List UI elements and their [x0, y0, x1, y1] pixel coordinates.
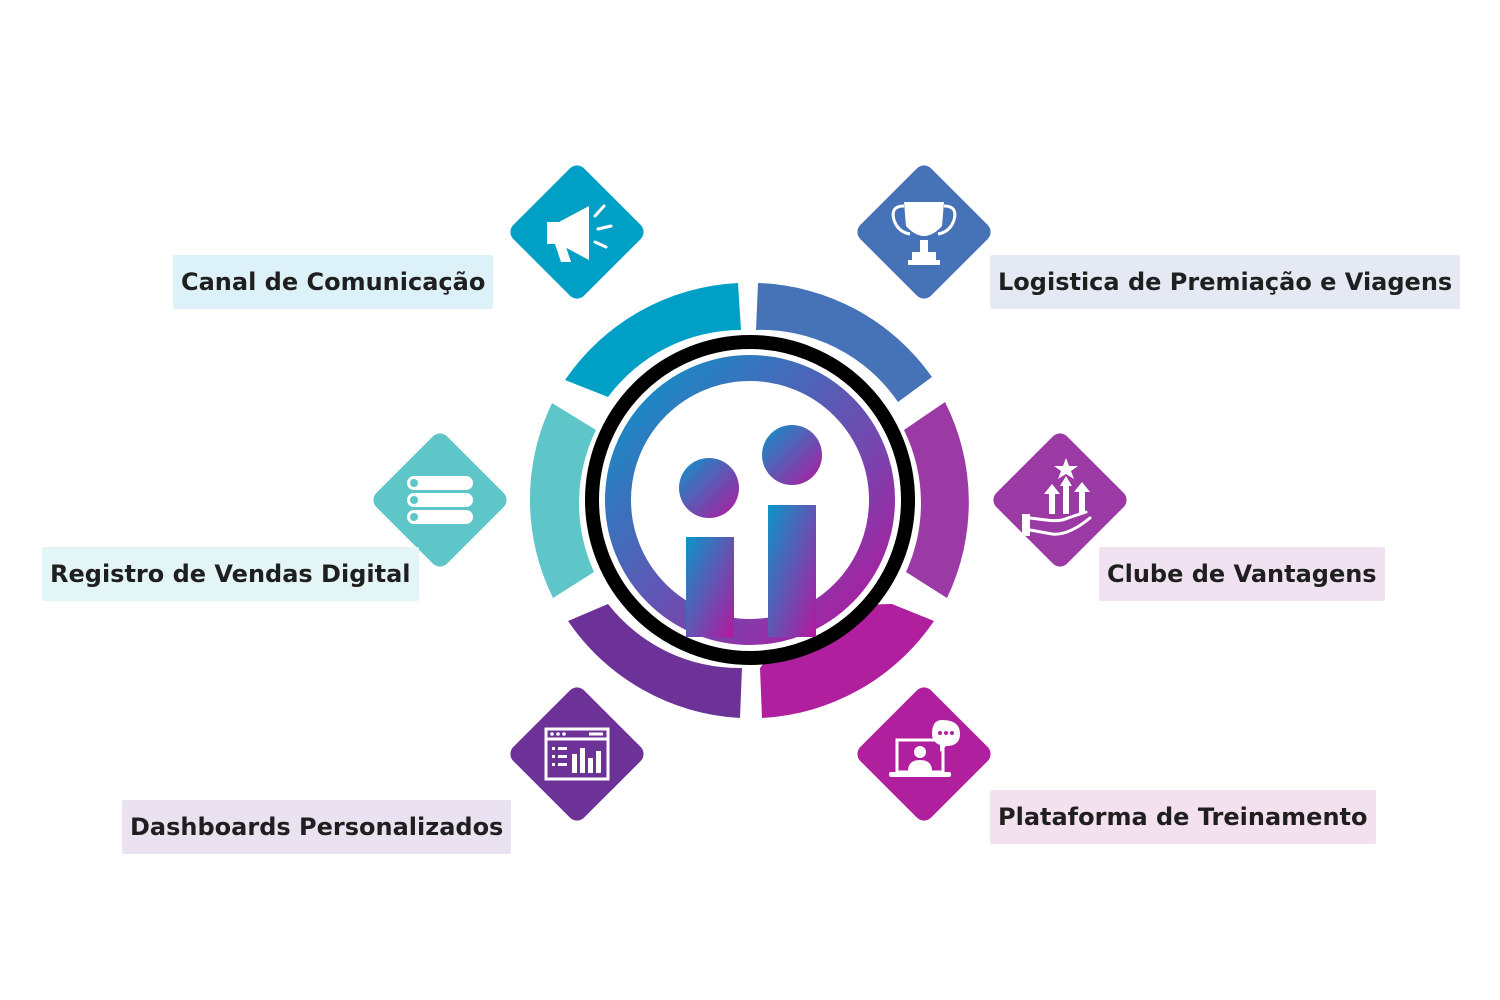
ring-segment-canal-de-comunicacao [565, 283, 741, 397]
logo-bar-left [686, 537, 734, 637]
diamond-dashboards-personalizados [510, 687, 644, 821]
trophy-icon [891, 202, 957, 265]
ring-segment-registro-de-vendas-digital [529, 403, 596, 598]
ring-segment-clube-de-vantagens [904, 402, 969, 598]
diamond-logistica-de-premiacao-e-viagens [857, 165, 991, 299]
ring-segment-logistica-de-premiacao-e-viagens [756, 283, 932, 402]
ring-segment-dashboards-personalizados [568, 604, 742, 718]
label-clube-de-vantagens: Clube de Vantagens [1099, 547, 1385, 601]
growth-hand-icon [1022, 458, 1092, 536]
diamond-clube-de-vantagens [993, 433, 1127, 567]
logo-dot-right [762, 425, 822, 485]
diamond-canal-de-comunicacao [510, 165, 644, 299]
label-dashboards-personalizados: Dashboards Personalizados [122, 800, 512, 854]
diamond-registro-de-vendas-digital [373, 433, 507, 567]
list-icon [407, 476, 473, 524]
outer-ring [529, 283, 969, 718]
label-plataforma-de-treinamento: Plataforma de Treinamento [990, 790, 1376, 844]
online-training-icon [889, 720, 960, 777]
label-canal-de-comunicacao: Canal de Comunicação [173, 255, 494, 309]
logo-dot-left [679, 458, 739, 518]
logo-bar-right [768, 505, 816, 637]
center-logo [585, 335, 915, 665]
diamond-plataforma-de-treinamento [857, 687, 991, 821]
label-registro-de-vendas-digital: Registro de Vendas Digital [42, 547, 419, 601]
megaphone-icon [547, 204, 613, 262]
label-logistica-de-premiacao-e-viagens: Logistica de Premiação e Viagens [990, 255, 1461, 309]
dashboard-icon [544, 727, 610, 781]
